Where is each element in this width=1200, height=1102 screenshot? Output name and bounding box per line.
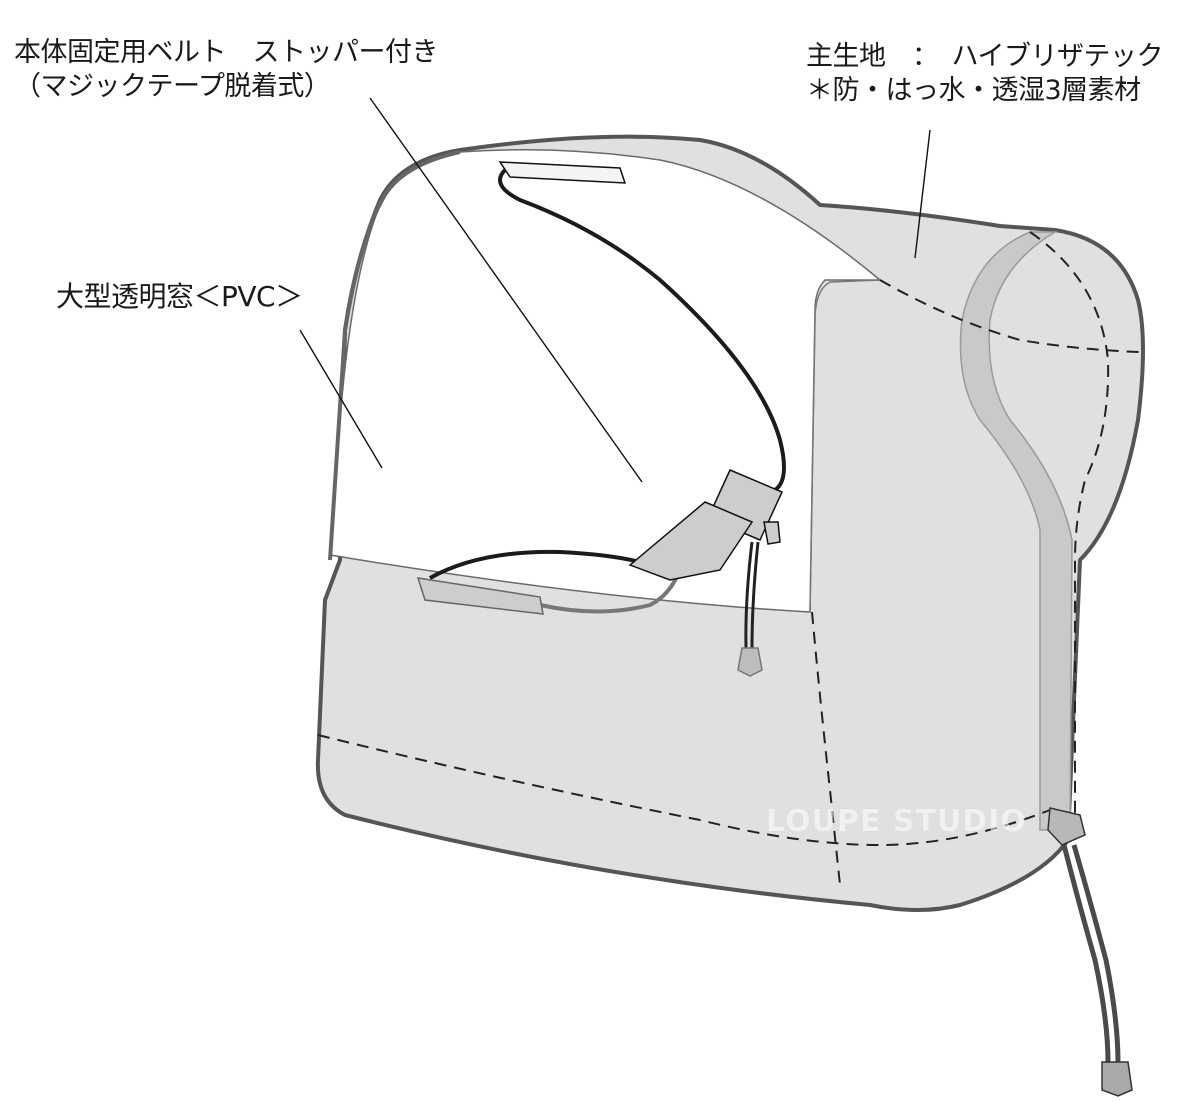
callout-belt-line-1: 本体固定用ベルト ストッパー付き: [14, 37, 439, 68]
belt-cord-lower: [429, 549, 651, 580]
drawstring-stopper: [1101, 1061, 1133, 1097]
drawstring-cord: [1061, 844, 1121, 1063]
stitching-lines: [317, 231, 1141, 886]
velcro-strap-2: [628, 501, 754, 581]
callout-fabric-line-1: 主生地 ： ハイブリザテック: [806, 41, 1163, 72]
callout-fabric-label: 主生地 ： ハイブリザテック ＊防・はっ水・透湿3層素材: [806, 40, 1163, 108]
belt-cord-shadow: [539, 569, 682, 614]
side-panel-edge: [809, 279, 881, 613]
window-edge: [328, 150, 461, 561]
callout-window-label: 大型透明窓＜PVC＞: [56, 280, 303, 314]
watermark: LOUPE STUDIO: [766, 804, 1027, 839]
bottom-strap-tab: [416, 577, 544, 615]
transparent-window: [329, 149, 883, 613]
belt-cord: [498, 168, 786, 492]
belt-leader-line: [369, 97, 643, 483]
window-leader-line: [299, 329, 383, 469]
callout-belt-label: 本体固定用ベルト ストッパー付き （マジックテープ脱着式）: [14, 36, 439, 104]
top-strap-tab: [498, 161, 627, 184]
inner-cord-stopper: [737, 647, 763, 677]
stopper-block: [763, 521, 781, 545]
fabric-leader-line: [914, 129, 931, 259]
inner-cord: [744, 541, 760, 649]
callout-fabric-line-2: ＊防・はっ水・透湿3層素材: [806, 75, 1141, 106]
callout-belt-line-2: （マジックテープ脱着式）: [14, 71, 331, 102]
drawstring-toggle: [1047, 807, 1086, 846]
callout-window-line-1: 大型透明窓＜PVC＞: [56, 280, 303, 313]
